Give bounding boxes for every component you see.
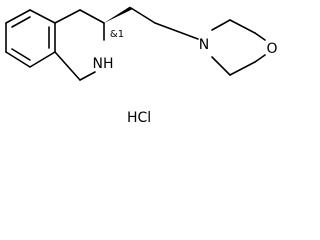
bond [54, 9, 81, 24]
bond [79, 71, 96, 81]
molecule-structure-drawing: NH N O &1 [5, 6, 278, 81]
bond [5, 51, 31, 68]
atom-label-o: O [266, 41, 277, 57]
bond [211, 56, 231, 76]
bond [254, 54, 266, 63]
bond [254, 32, 266, 41]
bond [29, 9, 56, 24]
piperidine-ring [54, 9, 105, 81]
bond [211, 19, 231, 31]
stereo-label: &1 [110, 29, 124, 40]
double-bond-inner [11, 16, 31, 28]
benzene-ring [5, 9, 56, 68]
bond [229, 19, 256, 34]
wedge-bond [104, 6, 132, 23]
bond [54, 51, 81, 81]
morpholine-ring [211, 19, 266, 76]
bond [130, 7, 156, 24]
bond [79, 9, 105, 24]
bond [229, 61, 256, 76]
salt-label: HCl [127, 110, 152, 126]
atom-label-nh: NH [93, 56, 114, 72]
bond [29, 51, 56, 68]
bond [5, 9, 31, 24]
double-bond-inner [11, 48, 31, 61]
bond [154, 22, 199, 40]
atom-label-n: N [199, 37, 209, 53]
